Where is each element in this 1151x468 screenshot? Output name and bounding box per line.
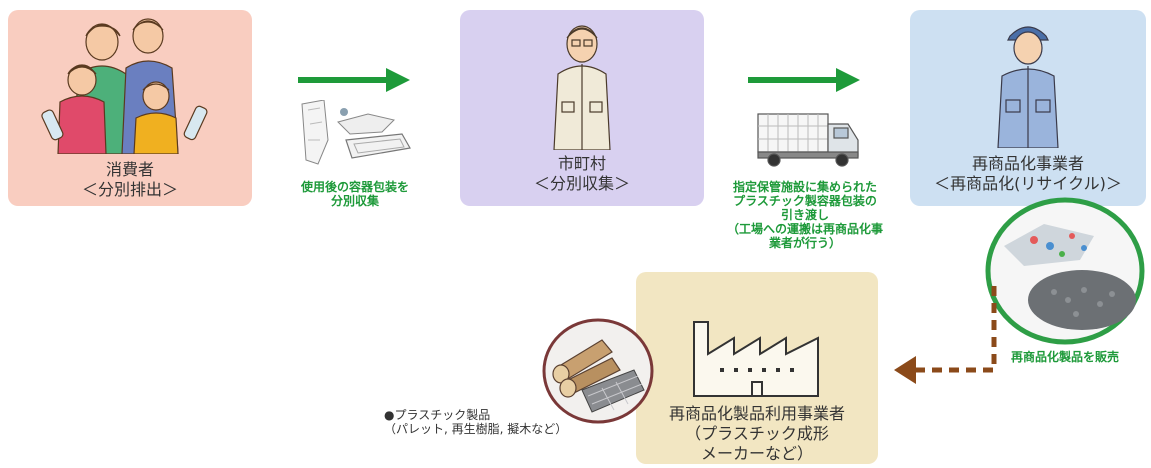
factory-icon	[693, 321, 819, 397]
sale-label: 再商品化製品を販売	[1010, 350, 1119, 364]
recycler-subtitle: ＜再商品化(リサイクル)＞	[934, 174, 1122, 193]
user-business-subtitle: （プラスチック成形 メーカーなど）	[685, 424, 829, 463]
step1-label: 使用後の容器包装を 分別収集	[300, 180, 409, 208]
recycled-pellets-icon	[985, 197, 1145, 345]
municipality-subtitle: ＜分別収集＞	[533, 174, 630, 193]
step2-label: 指定保管施設に集められた プラスチック製容器包装の 引き渡し （工場への運搬は再…	[726, 180, 883, 250]
official-person-icon	[553, 25, 611, 150]
arrow-right-icon	[748, 68, 860, 92]
family-illustration-icon	[41, 18, 208, 154]
user-business-title: 再商品化製品利用事業者	[668, 404, 845, 423]
dashed-arrow-icon	[894, 286, 997, 384]
worker-person-icon	[997, 26, 1059, 148]
recycler-title: 再商品化事業者	[971, 154, 1084, 173]
plastic-waste-icon	[301, 100, 411, 165]
consumer-subtitle: ＜分別排出＞	[81, 180, 178, 199]
pallet-and-logs-icon	[542, 318, 654, 424]
consumer-title: 消費者	[105, 160, 154, 179]
arrow-right-icon	[298, 68, 410, 92]
products-label: ●プラスチック製品 （パレット, 再生樹脂, 擬木など）	[384, 408, 568, 436]
truck-icon	[757, 113, 859, 167]
municipality-title: 市町村	[557, 154, 606, 173]
